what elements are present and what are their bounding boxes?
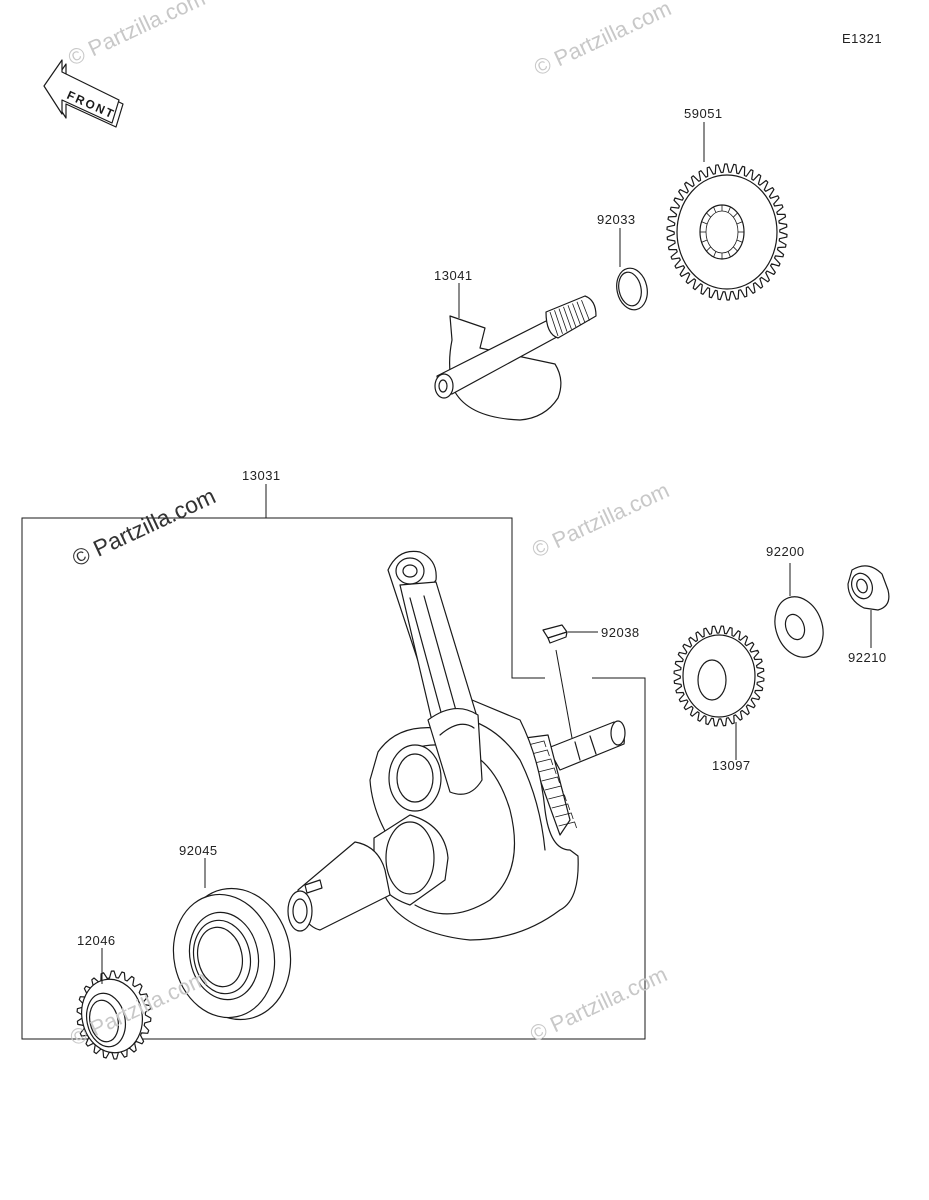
- spline-line: [701, 221, 708, 225]
- spline-line: [736, 221, 743, 225]
- spline-line: [581, 299, 590, 321]
- key-92038[interactable]: [542, 624, 598, 644]
- kit-outline-13031: [21, 484, 646, 1040]
- bearing-92045[interactable]: [162, 858, 302, 1030]
- gear-tooth-line: [531, 749, 550, 757]
- part-label-13041[interactable]: 13041: [434, 268, 473, 283]
- part-label-92038[interactable]: 92038: [601, 625, 640, 640]
- spline-line: [572, 303, 581, 326]
- spline-line: [713, 206, 717, 213]
- part-label-13097[interactable]: 13097: [712, 758, 751, 773]
- gear-tooth-line: [555, 812, 574, 820]
- spline-line: [549, 311, 559, 337]
- spline-line: [706, 212, 711, 218]
- spline-line: [563, 306, 572, 330]
- part-label-92045[interactable]: 92045: [179, 843, 218, 858]
- part-label-92033[interactable]: 92033: [597, 212, 636, 227]
- diagram-code: E1321: [842, 31, 883, 46]
- circlip-92033[interactable]: [613, 228, 651, 313]
- gear-13097[interactable]: [673, 625, 765, 760]
- gear-tooth-line: [558, 821, 577, 829]
- spline-line: [558, 308, 568, 332]
- gear-tooth-line: [527, 740, 547, 748]
- gear-59051[interactable]: [666, 122, 788, 301]
- part-label-92200[interactable]: 92200: [766, 544, 805, 559]
- spline-line: [736, 239, 743, 243]
- spline-line: [567, 305, 577, 328]
- nut-92210[interactable]: [847, 565, 890, 648]
- gear-tooth-line: [538, 767, 557, 775]
- spline-line: [727, 251, 731, 258]
- gear-12046[interactable]: [75, 948, 152, 1060]
- spline-line: [576, 301, 586, 323]
- spline-line: [554, 310, 563, 334]
- part-label-12046[interactable]: 12046: [77, 933, 116, 948]
- part-label-13031[interactable]: 13031: [242, 468, 281, 483]
- spline-line: [706, 246, 711, 252]
- washer-92200[interactable]: [767, 563, 831, 664]
- spline-line: [713, 251, 717, 258]
- gear-tooth-line: [548, 794, 567, 802]
- spline-line: [701, 239, 708, 243]
- gear-tooth-line: [544, 785, 564, 793]
- part-label-59051[interactable]: 59051: [684, 106, 723, 121]
- spline-line: [727, 206, 731, 213]
- crankshaft-13031[interactable]: [287, 550, 626, 941]
- part-label-92210[interactable]: 92210: [848, 650, 887, 665]
- gear-tooth-line: [551, 803, 571, 811]
- front-arrow-icon: FRONT: [43, 59, 124, 128]
- spline-line: [733, 246, 738, 252]
- gear-tooth-line: [534, 758, 554, 766]
- gear-tooth-line: [541, 776, 560, 784]
- balancer-shaft-13041[interactable]: [434, 283, 597, 421]
- spline-line: [733, 212, 738, 218]
